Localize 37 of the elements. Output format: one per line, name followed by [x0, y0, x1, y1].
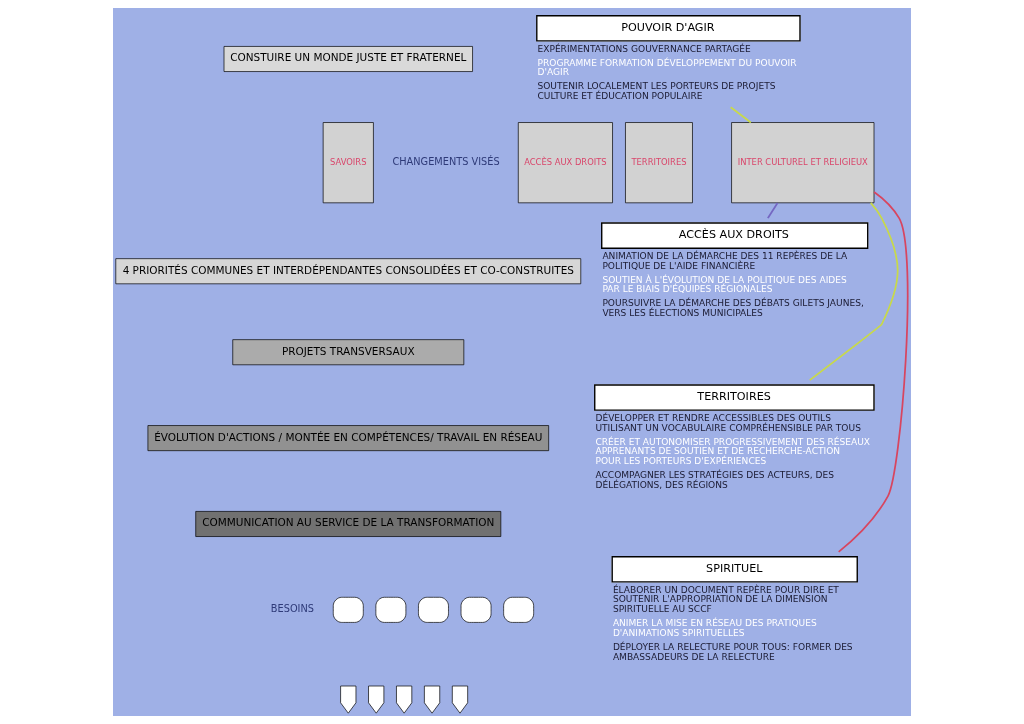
connector [766, 202, 779, 220]
connector [837, 191, 909, 553]
node-person [368, 685, 385, 714]
node-box: TERRITOIRES [625, 122, 693, 204]
node-label: ACCOMPAGNER LES STRATÉGIES DES ACTEURS, DES DÉLÉGATIONS, DES RÉGIONS [595, 470, 835, 490]
node-label: ANIMATION DE LA DÉMARCHE DES 11 REPÈRES DE LA POLITIQUE DE L'AIDE FINANCIÈRE [602, 250, 848, 271]
label: CHANGEMENTS VISÉS [392, 156, 500, 168]
node-bubble [503, 596, 534, 623]
node-person [424, 685, 441, 714]
node-label: POURSUIVRE LA DÉMARCHE DES DÉBATS GILETS JAUNES, VERS LES ÉLECTIONS MUNICIPALES [602, 298, 864, 319]
node-label: ÉLABORER UN DOCUMENT REPÈRE POUR DIRE ET SOUTENIR L'APPROPRIATION DE LA DIMENSION SPIRITUELLE AU SCCF [612, 584, 839, 615]
node-box: ÉVOLUTION D'ACTIONS / MONTÉE EN COMPÉTENCES/ TRAVAIL EN RÉSEAU [147, 425, 549, 452]
node-box: CONSTUIRE UN MONDE JUSTE ET FRATERNEL [223, 46, 473, 72]
node-label: CRÉER ET AUTONOMISER PROGRESSIVEMENT DES RÉSEAUX APPRENANTS DE SOUTIEN ET DE RECHERCHE-ACTION POUR LES PORTEURS D'EXPÉRIENCES [595, 436, 871, 467]
node-bubble [332, 596, 364, 623]
node-bubble [375, 596, 407, 623]
node-box: INTER CULTUREL ET RELIGIEUX [731, 122, 875, 204]
node-person [340, 685, 357, 714]
node-label: SOUTIEN À L'ÉVOLUTION DE LA POLITIQUE DES AIDES PAR LE BIAIS D'ÉQUIPES RÉGIONALES [602, 274, 847, 295]
node-person [396, 685, 413, 714]
connector [729, 106, 752, 124]
node-person [451, 685, 469, 714]
node-box: COMMUNICATION AU SERVICE DE LA TRANSFORMATION [195, 511, 502, 537]
node-box: PROJETS TRANSVERSAUX [232, 339, 465, 366]
connector [808, 202, 899, 381]
node-label: ANIMER LA MISE EN RÉSEAU DES PRATIQUES D'ANIMATIONS SPIRITUELLES [612, 618, 817, 638]
node-box: 4 PRIORITÉS COMMUNES ET INTERDÉPENDANTES CONSOLIDÉES ET CO-CONSTRUITES [115, 258, 582, 285]
node-label: EXPÉRIMENTATIONS GOUVERNANCE PARTAGÉE [537, 43, 751, 54]
node-label: DÉVELOPPER ET RENDRE ACCESSIBLES DES OUTILS UTILISANT UN VOCABULAIRE COMPRÉHENSIBLE PAR TOUS [595, 412, 861, 433]
node-box: ACCÈS AUX DROITS [517, 122, 613, 204]
node-bubble [460, 596, 492, 623]
node-label: PROGRAMME FORMATION DÉVELOPPEMENT DU POUVOIR D'AGIR [537, 57, 797, 78]
label: BESOINS [270, 603, 314, 615]
node-label: DÉPLOYER LA RELECTURE POUR TOUS: FORMER DES AMBASSADEURS DE LA RELECTURE [612, 641, 853, 662]
node-box: SAVOIRS [322, 122, 374, 204]
node-bubble [418, 596, 449, 623]
node-label: SOUTENIR LOCALEMENT LES PORTEURS DE PROJETS CULTURE ET ÉDUCATION POPULAIRE [537, 81, 776, 102]
